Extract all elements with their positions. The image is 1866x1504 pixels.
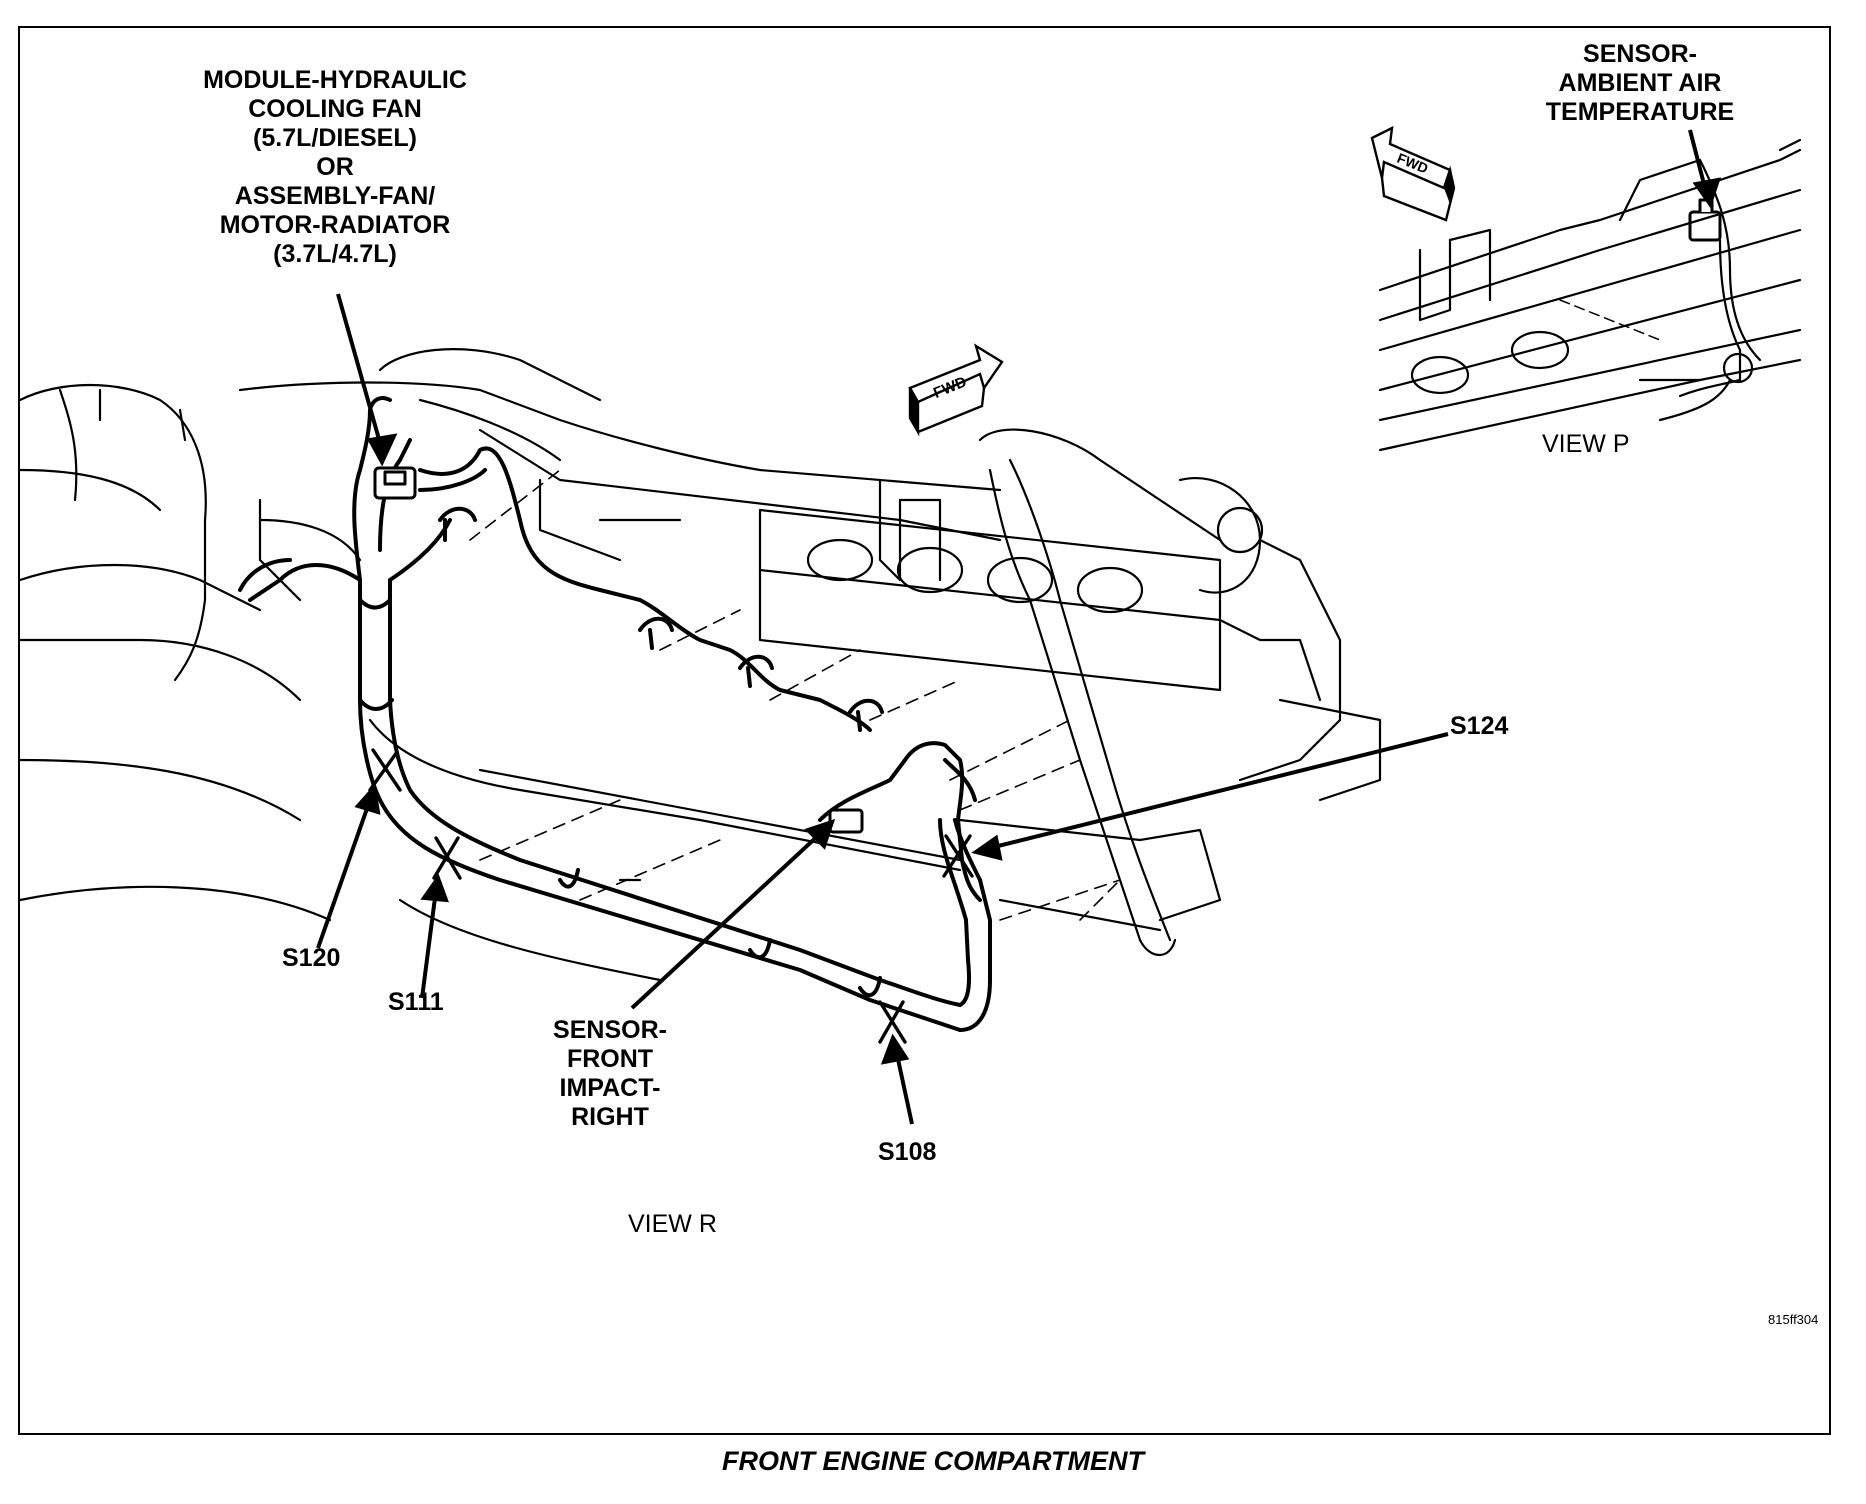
- impact-sensor-line-2: FRONT: [566, 1045, 654, 1073]
- fan-module-line-7: (3.7L/4.7L): [273, 240, 397, 268]
- vehicle-structure: [18, 347, 1382, 982]
- fan-module-line-2: COOLING FAN: [248, 95, 422, 123]
- fan-module-line-3: (5.7L/DIESEL): [253, 124, 417, 152]
- fan-module-line-1: MODULE-HYDRAULIC: [203, 66, 467, 94]
- impact-sensor-line-3: IMPACT-: [559, 1074, 661, 1102]
- fan-module-callout: MODULE-HYDRAULIC COOLING FAN (5.7L/DIESE…: [170, 66, 500, 269]
- ambient-sensor-line-3: TEMPERATURE: [1545, 98, 1735, 126]
- impact-sensor-line-1: SENSOR-: [553, 1016, 667, 1044]
- fwd-arrow-inset: FWD: [1370, 125, 1456, 222]
- ambient-sensor-line-2: AMBIENT AIR: [1558, 69, 1722, 97]
- inset-view-p: [1378, 138, 1802, 452]
- fwd-arrow-main: FWD: [908, 343, 1004, 437]
- view-p-label: VIEW P: [1542, 430, 1630, 458]
- fan-module-line-4: OR: [316, 153, 354, 181]
- diagram-frame: [18, 26, 1831, 1435]
- impact-sensor-callout: SENSOR- FRONT IMPACT- RIGHT: [520, 1016, 700, 1132]
- splice-label-s124: S124: [1450, 712, 1509, 740]
- figure-caption: FRONT ENGINE COMPARTMENT: [722, 1446, 1144, 1476]
- figure-code: 815ff304: [1768, 1312, 1819, 1327]
- fan-module-line-5: ASSEMBLY-FAN/: [234, 182, 436, 210]
- splice-label-s120: S120: [282, 944, 341, 972]
- ambient-sensor-line-1: SENSOR-: [1583, 40, 1697, 68]
- leader-arrows: [316, 129, 1721, 1125]
- view-r-label: VIEW R: [628, 1210, 717, 1238]
- splice-label-s111: S111: [388, 988, 444, 1016]
- splice-marks: [368, 748, 974, 1044]
- connectors: [373, 198, 1722, 834]
- ambient-sensor-callout: SENSOR- AMBIENT AIR TEMPERATURE: [1510, 40, 1770, 127]
- fan-module-line-6: MOTOR-RADIATOR: [219, 211, 451, 239]
- impact-sensor-line-4: RIGHT: [571, 1103, 649, 1131]
- splice-label-s108: S108: [878, 1138, 937, 1166]
- wiring-harness: [238, 396, 992, 1032]
